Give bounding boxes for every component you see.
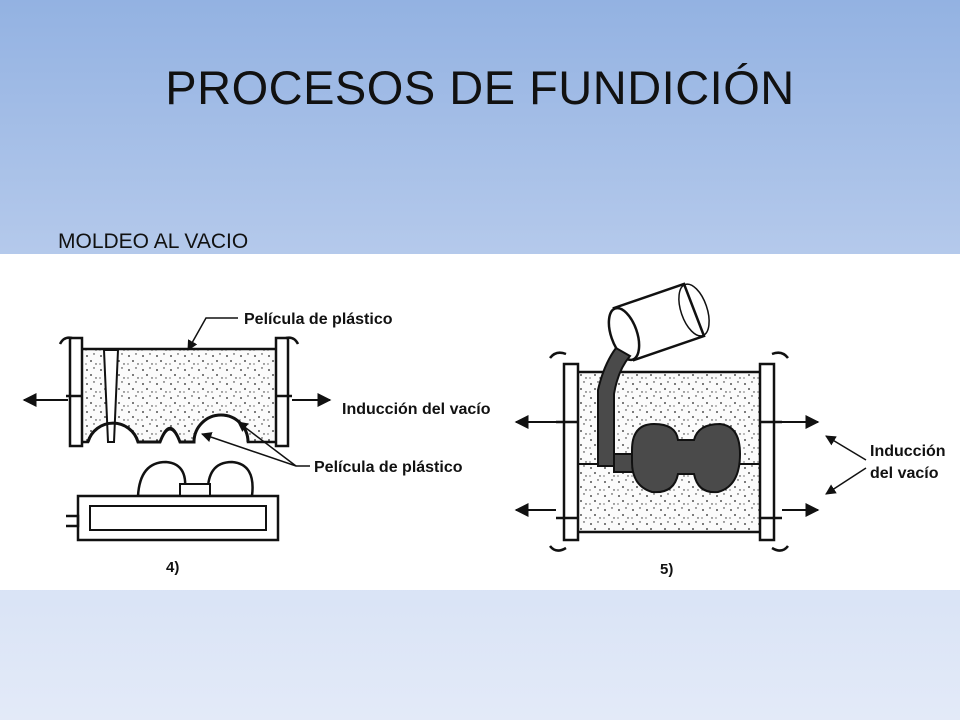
figure-number-4: 4) <box>166 559 179 576</box>
label-plastic-film-top: Película de plástico <box>244 311 393 328</box>
vacuum-molding-figure: Película de plástico Inducción del vacío… <box>0 254 960 590</box>
pattern-plate <box>66 460 280 542</box>
slide-title: PROCESOS DE FUNDICIÓN <box>165 61 795 114</box>
upper-flask <box>58 336 300 448</box>
label-vacuum-induction-right-line1: Inducción <box>870 443 946 460</box>
label-vacuum-induction-right-line2: del vacío <box>870 465 939 482</box>
molten-metal <box>597 346 742 494</box>
slide-subtitle: MOLDEO AL VACIO <box>58 230 249 253</box>
right-panel-drawing <box>514 282 867 552</box>
figure-number-5: 5) <box>660 561 673 578</box>
label-vacuum-induction-left: Inducción del vacío <box>342 401 491 418</box>
left-panel-drawing <box>22 317 332 542</box>
ladle <box>607 282 710 362</box>
label-plastic-film-bottom: Película de plástico <box>314 459 463 476</box>
vacuum-molding-diagram: Película de plástico Inducción del vacío… <box>22 282 946 578</box>
